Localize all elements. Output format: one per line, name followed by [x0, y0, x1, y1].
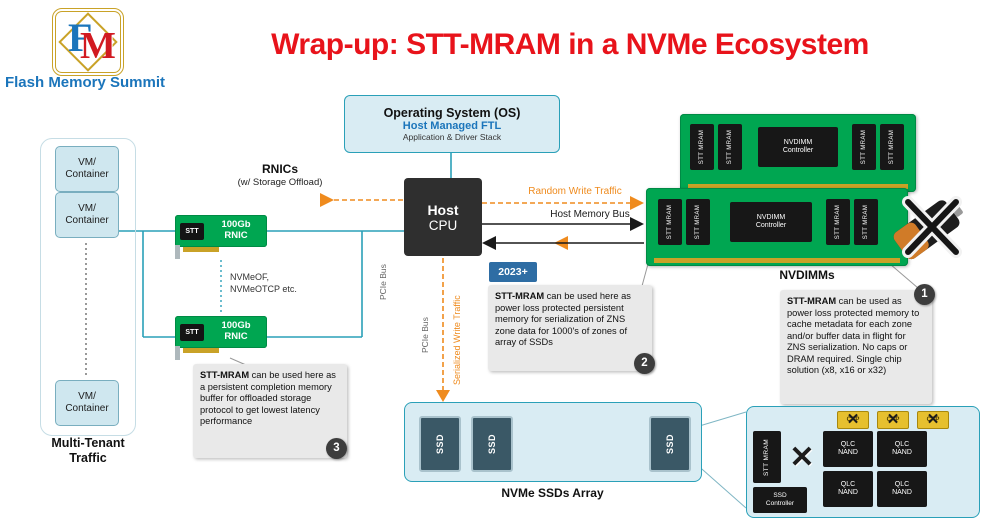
vm-container-3: VM/ Container [55, 380, 119, 426]
rnic-board: STT 100Gb RNIC [175, 215, 267, 247]
dimm-gold-pins [654, 258, 900, 263]
rnic-card-1: STT 100Gb RNIC [175, 215, 267, 261]
stt-mram-chip: STT MRAM [686, 199, 710, 245]
qlc-nand-chip: QLC NAND [823, 471, 873, 507]
no-battery-icon [893, 196, 963, 260]
pci-bracket [175, 245, 180, 259]
callout-3-text: can be used here as a persistent complet… [200, 370, 336, 427]
year-badge: 2023+ [489, 262, 537, 282]
callout-2-text: can be used here as power loss protected… [495, 291, 631, 348]
random-write-label: Random Write Traffic [528, 186, 622, 197]
nvdimm-controller-chip: NVDIMM Controller [758, 127, 838, 167]
stt-chip: STT [180, 324, 204, 341]
qlc-nand-chip: QLC NAND [877, 431, 927, 467]
multi-tenant-label: Multi-Tenant Traffic [51, 436, 125, 465]
capacitor-crossed: CAP✕ [877, 411, 909, 429]
callout-1-number: 1 [914, 284, 935, 305]
logo-brand-text: Flash Memory Summit [4, 74, 166, 91]
os-title: Operating System (OS) [383, 106, 521, 120]
callout-2-bold: STT-MRAM [495, 291, 545, 301]
os-stack: Application & Driver Stack [402, 132, 502, 142]
vm-container-2: VM/ Container [55, 192, 119, 238]
pcie-bus-label-left: PCIe Bus [378, 264, 388, 300]
os-ftl: Host Managed FTL [402, 120, 502, 132]
host-memory-bus-label: Host Memory Bus [550, 209, 630, 220]
rnics-subtitle: (w/ Storage Offload) [237, 177, 323, 188]
ssd-controller-chip: SSD Controller [753, 487, 807, 513]
host-memory-bus-lines [482, 217, 644, 250]
rnics-title: RNICs [261, 162, 298, 176]
host-cpu-line2: CPU [428, 217, 458, 233]
page-title: Wrap-up: STT-MRAM in a NVMe Ecosystem [271, 28, 869, 61]
fms-logo: F M [52, 8, 124, 76]
x-icon: ✕ [886, 411, 900, 428]
callout-2: STT-MRAM can be used here as power loss … [488, 285, 655, 374]
callout-2-number: 2 [634, 353, 655, 374]
edge-connector [183, 247, 219, 252]
edge-connector [183, 348, 219, 353]
host-cpu: Host CPU [404, 178, 482, 256]
vm-container-1: VM/ Container [55, 146, 119, 192]
teal-connector-lines [117, 151, 452, 338]
stt-mram-chip: STT MRAM [854, 199, 878, 245]
os-box: Operating System (OS) Host Managed FTL A… [344, 95, 560, 153]
qlc-nand-chip: QLC NAND [877, 471, 927, 507]
stt-mram-chip: STT MRAM [718, 124, 742, 170]
qlc-nand-chip: QLC NAND [823, 431, 873, 467]
callout-3-number: 3 [326, 438, 347, 459]
capacitor-crossed: CAP✕ [917, 411, 949, 429]
pcie-bus-label-down: PCIe Bus [420, 317, 430, 353]
pci-bracket [175, 346, 180, 360]
logo-letter-m: M [80, 25, 116, 67]
rnic-label: 100Gb RNIC [221, 219, 251, 241]
callout-3: STT-MRAM can be used here as a persisten… [193, 364, 347, 459]
dimm-gold-pins [688, 184, 908, 189]
stt-mram-chip: STT MRAM [826, 199, 850, 245]
ssd-internal-box: CAP✕ CAP✕ CAP✕ STT MRAM ✕ QLC NAND QLC N… [746, 406, 980, 518]
callout-1: STT-MRAM can be used as power loss prote… [780, 284, 935, 404]
nvdimm-board-front: STT MRAM STT MRAM NVDIMM Controller STT … [646, 188, 908, 266]
x-icon: ✕ [926, 411, 940, 428]
stt-mram-chip: STT MRAM [690, 124, 714, 170]
callout-1-text: can be used as power loss protected memo… [787, 296, 920, 376]
stt-mram-chip: STT MRAM [852, 124, 876, 170]
stt-mram-chip: STT MRAM [880, 124, 904, 170]
stt-mram-chip: STT MRAM [753, 431, 781, 483]
nvdimms-label: NVDIMMs [779, 268, 835, 282]
protocols-text: NVMeOF, NVMeOTCP etc. [230, 272, 297, 294]
nvdimm-board-back: STT MRAM STT MRAM NVDIMM Controller STT … [680, 114, 916, 192]
ssd-chip-2: SSD [471, 416, 513, 472]
x-icon: ✕ [789, 440, 815, 474]
rnic-card-2: STT 100Gb RNIC [175, 316, 267, 362]
callout-3-bold: STT-MRAM [200, 370, 250, 380]
serialized-write-label: Serialized Write Traffic [452, 295, 462, 385]
multi-tenant-outline [40, 138, 136, 436]
ssd-chip-1: SSD [419, 416, 461, 472]
capacitor-crossed: CAP✕ [837, 411, 869, 429]
ssd-array-label: NVMe SSDs Array [501, 486, 604, 500]
logo-letter-f: F [68, 15, 93, 60]
callout-1-bold: STT-MRAM [787, 296, 837, 306]
nvme-ssd-array: SSD SSD SSD [404, 402, 702, 482]
rnic-board: STT 100Gb RNIC [175, 316, 267, 348]
ssd-chip-n: SSD [649, 416, 691, 472]
rnic-label: 100Gb RNIC [221, 320, 251, 342]
stt-chip: STT [180, 223, 204, 240]
x-icon: ✕ [846, 411, 860, 428]
nvdimm-controller-chip: NVDIMM Controller [730, 202, 812, 242]
stt-mram-chip: STT MRAM [658, 199, 682, 245]
orange-traffic-arrows [320, 193, 644, 402]
host-cpu-line1: Host [427, 201, 459, 218]
